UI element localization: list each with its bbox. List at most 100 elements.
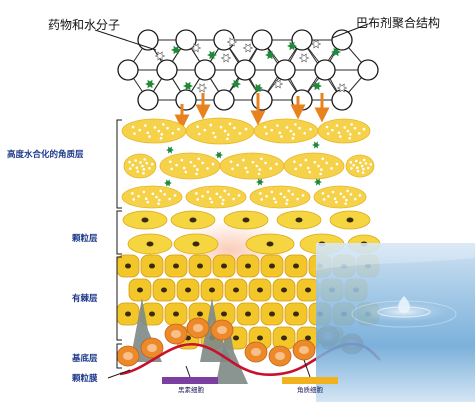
spinous-cell [224, 278, 248, 302]
polymer-node-icon [291, 89, 313, 111]
melanocyte-tag [162, 377, 218, 384]
basal-layer-label: 基底层 [72, 354, 98, 364]
spinous-cell [152, 278, 176, 302]
granular-cell [329, 210, 371, 230]
drug-molecule-icon [183, 81, 193, 91]
granular-cell [173, 233, 219, 255]
water-molecule-icon [196, 83, 208, 93]
drug-molecule-icon [314, 178, 322, 186]
stratum-corneum-cells [121, 117, 375, 209]
polymer-label: 巴布剂聚合结构 [356, 16, 441, 30]
spinous-cell [176, 278, 200, 302]
water-molecule-icon [190, 43, 202, 53]
granular-cell [122, 210, 168, 230]
corneocyte [121, 185, 183, 209]
polymer-node-icon [194, 59, 216, 81]
diffusion-arrows [174, 93, 330, 130]
drug-molecule-icon [331, 47, 341, 57]
polymer-node-icon [234, 59, 256, 81]
polymer-node-icon [213, 89, 235, 111]
spinous-cell [284, 254, 308, 278]
water-highlight [316, 243, 475, 270]
spinous-layer-cells [116, 254, 380, 350]
corneocyte [249, 185, 311, 209]
spinous-cell [164, 254, 188, 278]
granular-layer-cells [122, 210, 381, 255]
drug-molecule-icon [256, 178, 264, 186]
corneocyte [185, 185, 247, 209]
corneocyte [313, 185, 367, 209]
polymer-node-icon [291, 29, 313, 51]
polymer-node-icon [357, 59, 379, 81]
water-droplet-photo [316, 243, 475, 402]
spinous-bracket [116, 256, 122, 341]
spinous-cell [284, 302, 308, 326]
layer-brackets [116, 119, 122, 369]
spinous-cell [236, 254, 260, 278]
drug-molecule-icon [312, 141, 320, 149]
basal-cell [186, 317, 210, 339]
drug-molecule-icon [253, 83, 263, 93]
basal-bracket [116, 343, 122, 369]
drug-molecule-icon [171, 45, 181, 55]
corneocyte [219, 152, 285, 180]
corneocyte [283, 152, 345, 180]
spinous-layer-label: 有棘层 [72, 294, 98, 304]
granular-cell [127, 233, 173, 255]
spinous-cell [140, 254, 164, 278]
spinous-cell [128, 278, 152, 302]
polymer-leader [331, 23, 369, 39]
water-molecule-icon [298, 53, 310, 63]
polymer-node-icon [137, 89, 159, 111]
spinous-cell [272, 278, 296, 302]
basal-cell [210, 319, 234, 341]
basal-cell [268, 345, 292, 367]
polymer-lattice [117, 29, 379, 111]
polymer-node-icon [251, 89, 273, 111]
spinous-cell [296, 278, 320, 302]
water-molecule-icon [226, 37, 238, 47]
polymer-node-icon [175, 89, 197, 111]
drug-molecule-icon [164, 179, 172, 187]
spinous-cell [212, 254, 236, 278]
granular-layer-label: 颗粒层 [72, 234, 98, 244]
spinous-cell [236, 302, 260, 326]
keratinocyte-leader [303, 359, 311, 378]
spinous-cell [164, 302, 188, 326]
basal-cell [164, 323, 188, 345]
keratinocyte-label: 角质细胞 [297, 386, 323, 394]
water-drop-icon [398, 296, 410, 313]
corneocyte [159, 152, 221, 180]
water-molecule-icon [220, 53, 232, 63]
polymer-node-icon [156, 59, 178, 81]
granular-cell [245, 233, 295, 255]
melanocyte-label: 黑素细胞 [178, 386, 204, 394]
granular-cell [223, 210, 269, 230]
water-photo-bg [316, 243, 475, 402]
water-molecule-icon [336, 83, 348, 93]
basal-cell [292, 339, 316, 361]
spinous-cell [188, 254, 212, 278]
polymer-node-icon [251, 29, 273, 51]
drug-molecule-icon [287, 41, 297, 51]
label-leader-lines [94, 23, 369, 384]
polymer-node-icon [137, 29, 159, 51]
keratinocyte-tag [282, 377, 338, 384]
polymer-node-icon [117, 59, 139, 81]
spinous-cell [248, 278, 272, 302]
spinous-cell [116, 254, 140, 278]
polymer-node-icon [314, 59, 336, 81]
spinous-cell [116, 302, 140, 326]
corneocyte [123, 153, 157, 179]
spinous-cell [260, 302, 284, 326]
melanocyte-leader [185, 365, 191, 378]
drug-molecule-icon [265, 50, 275, 60]
polymer-node-icon [274, 59, 296, 81]
spinous-cell [140, 302, 164, 326]
drug-molecule-icon [145, 79, 155, 89]
corneocyte [121, 118, 187, 144]
basal-cell [140, 337, 164, 359]
basal-cell [244, 341, 268, 363]
